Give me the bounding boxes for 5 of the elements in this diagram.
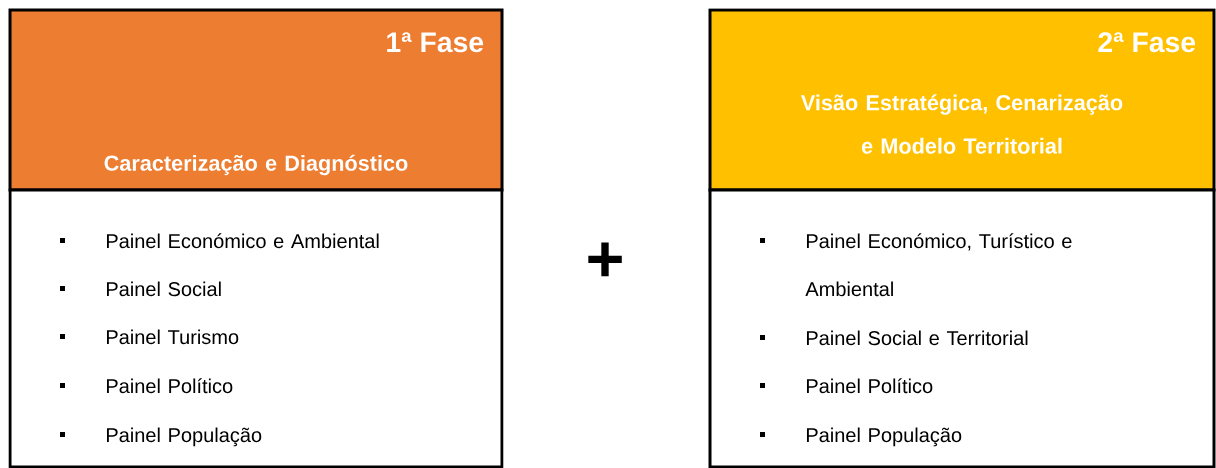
header-box: 1ª Fase Caracterização e Diagnóstico bbox=[8, 8, 504, 192]
list-box: Painel Económico e Ambiental Painel Social Painel Turismo Painel Político Painel População bbox=[8, 188, 504, 468]
list-box: Painel Económico, Turístico e Ambiental Painel Social e Territorial Painel Político Painel População bbox=[708, 188, 1216, 468]
plus-sign: + bbox=[588, 242, 622, 277]
header-box: 2ª Fase Visão Estratégica, Cenarização e Modelo Territorial bbox=[708, 8, 1216, 192]
